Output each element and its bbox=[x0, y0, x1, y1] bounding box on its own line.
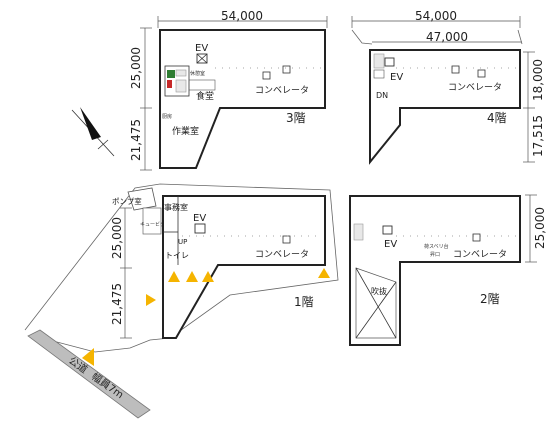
conveyor-icon bbox=[282, 65, 291, 74]
floor-3-conveyor-label: コンベレータ bbox=[255, 85, 309, 96]
stair-icon bbox=[353, 223, 364, 241]
floor-1-ev-label: EV bbox=[193, 213, 206, 224]
floor-1-pump-label: ポンプ室 bbox=[112, 196, 142, 206]
dim-f4-depth-right: 18,000 bbox=[531, 59, 545, 101]
road-strip bbox=[27, 329, 151, 419]
floor-1-outline bbox=[162, 195, 326, 339]
conveyor-icon bbox=[282, 235, 291, 244]
dim-f4-width-inner: 47,000 bbox=[426, 30, 468, 44]
north-arrow-icon bbox=[80, 107, 101, 140]
conveyor-icon bbox=[477, 69, 486, 78]
kitchen-fixture bbox=[167, 70, 175, 78]
floor-2-label: 2階 bbox=[480, 291, 500, 306]
public-road: 公道 幅員7m bbox=[27, 329, 151, 419]
atrium-diagonal bbox=[355, 267, 397, 339]
conveyor-icon bbox=[451, 65, 460, 74]
floor-4-ev-label: EV bbox=[390, 72, 403, 83]
floor-3-ev-label: EV bbox=[195, 43, 208, 54]
elevator-icon bbox=[194, 223, 206, 234]
floor-4-plan: DN EV コンベレータ 4階 bbox=[351, 29, 523, 165]
road-access-arrow-icon bbox=[82, 348, 94, 366]
floor-3-outline bbox=[159, 29, 326, 169]
floor-4-outline bbox=[369, 49, 521, 165]
conveyor-icon bbox=[262, 71, 271, 80]
stair-icon bbox=[373, 69, 385, 79]
stair-icon bbox=[373, 53, 385, 69]
floor-2-ev-label: EV bbox=[384, 239, 397, 250]
floor-4-label: 4階 bbox=[487, 110, 507, 125]
dim-f2-depth: 25,000 bbox=[533, 207, 547, 249]
kitchen-counter bbox=[175, 69, 187, 77]
floor-3-kitchen-label: 厨房 bbox=[162, 113, 172, 120]
dim-f3-width: 54,000 bbox=[221, 9, 263, 23]
floor-4-dn-label: DN bbox=[376, 91, 388, 100]
dim-f1-depth-bottom: 21,475 bbox=[110, 283, 124, 325]
floor-1-up-label: UP bbox=[178, 238, 187, 246]
kitchen-fixture bbox=[167, 80, 172, 88]
dim-f3-depth-top: 25,000 bbox=[129, 47, 143, 89]
dining-table bbox=[188, 79, 216, 91]
floor-4-cut-edge bbox=[351, 29, 373, 45]
floor-3-dining-label: 食堂 bbox=[196, 90, 214, 102]
floor-2-atrium-label: 吹抜 bbox=[371, 286, 387, 296]
floor-2-plan: EV コンベレータ 荷スベリ台 昇口 吹抜 2階 bbox=[349, 195, 521, 346]
dim-f4-width-outer: 54,000 bbox=[415, 9, 457, 23]
floor-1-office-label: 事務室 bbox=[164, 202, 188, 212]
dim-f3-depth-bottom: 21,475 bbox=[129, 119, 143, 161]
floor-3-work-label: 作業室 bbox=[172, 125, 199, 137]
floor-1-cubicle-label: キュービクル bbox=[140, 221, 170, 228]
entrance-marker-icon bbox=[168, 271, 180, 282]
elevator-icon bbox=[384, 57, 395, 67]
floor-2-chute-sub-label: 昇口 bbox=[430, 252, 440, 258]
conveyor-icon bbox=[472, 233, 481, 242]
entrance-marker-icon bbox=[318, 268, 330, 278]
floor-4-cut-edge bbox=[517, 29, 523, 45]
north-arrow bbox=[71, 107, 115, 157]
atrium-diagonal bbox=[355, 281, 397, 339]
floor-1-conveyor-label: コンベレータ bbox=[255, 249, 309, 260]
floor-3-plan: EV コンベレータ 食堂 休憩室 厨房 作業室 3階 bbox=[159, 29, 326, 169]
dim-f1-depth-top: 25,000 bbox=[110, 217, 124, 259]
floor-1-toilet-label: トイレ bbox=[165, 251, 189, 260]
entrance-marker-icon bbox=[202, 271, 214, 282]
site-boundary bbox=[24, 183, 339, 353]
floor-2-conveyor-label: コンベレータ bbox=[453, 249, 507, 260]
floor-4-conveyor-label: コンベレータ bbox=[448, 82, 502, 93]
elevator-icon bbox=[382, 225, 393, 235]
north-arrow-crossbar bbox=[97, 139, 109, 150]
dim-f4-depth-bottom: 17,515 bbox=[531, 115, 545, 157]
floor-2-chute-label: 荷スベリ台 bbox=[424, 243, 449, 250]
floor-3-label: 3階 bbox=[286, 110, 306, 125]
kitchen-counter bbox=[175, 79, 187, 93]
floor-1-plan: ポンプ室 キュービクル 事務室 UP トイレ EV コンベレータ 1階 bbox=[24, 183, 339, 353]
floor-1-label: 1階 bbox=[294, 294, 314, 309]
pump-room bbox=[127, 187, 157, 211]
elevator-cross bbox=[196, 53, 208, 64]
entrance-marker-icon bbox=[186, 271, 198, 282]
cubicle bbox=[142, 207, 162, 235]
entrance-marker-icon bbox=[146, 294, 156, 306]
floor-3-rest-label: 休憩室 bbox=[190, 70, 205, 77]
